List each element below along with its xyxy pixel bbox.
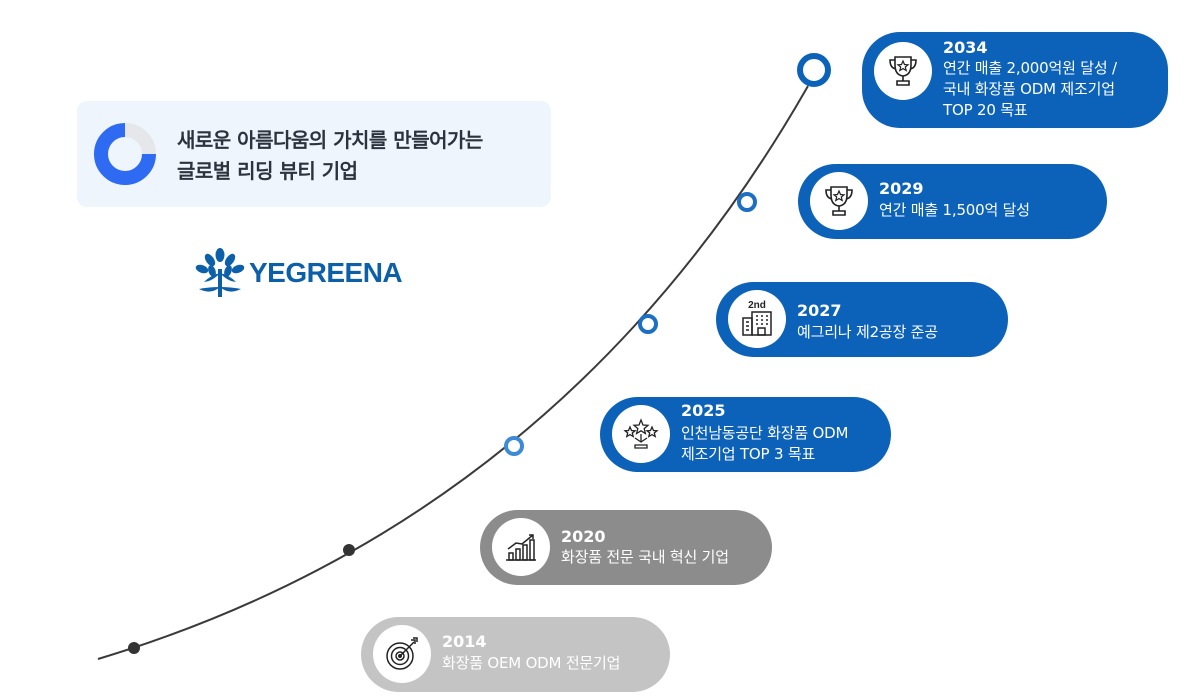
- milestone-description: 예그리나 제2공장 준공: [797, 323, 938, 341]
- stars-award-icon: [623, 418, 659, 449]
- milestone-2014: 2014 화장품 OEM ODM 전문기업: [361, 617, 670, 692]
- timeline-node-2034: [797, 53, 831, 87]
- trophy-icon: [825, 186, 853, 216]
- milestone-description: 화장품 전문 국내 혁신 기업: [561, 548, 729, 566]
- growth-chart-icon: [506, 534, 536, 561]
- milestone-2034: 2034 연간 매출 2,000억원 달성 / 국내 화장품 ODM 제조기업 …: [862, 32, 1168, 128]
- milestone-badge: [373, 625, 431, 683]
- milestone-description: 연간 매출 1,500억 달성: [879, 201, 1030, 219]
- milestone-year: 2027: [797, 301, 842, 320]
- vision-statement: 새로운 아름다움의 가치를 만들어가는 글로벌 리딩 뷰티 기업: [177, 125, 537, 187]
- milestone-description: 연간 매출 2,000억원 달성 / 국내 화장품 ODM 제조기업 TOP 2…: [943, 59, 1117, 119]
- milestone-2029: 2029 연간 매출 1,500억 달성: [798, 164, 1107, 239]
- timeline-dot-2020: [343, 544, 355, 556]
- vision-line-2: 글로벌 리딩 뷰티 기업: [177, 159, 358, 183]
- target-icon: [386, 637, 418, 670]
- milestone-description: 인천남동공단 화장품 ODM 제조기업 TOP 3 목표: [681, 424, 849, 463]
- badge-2nd-text: 2nd: [748, 300, 766, 311]
- milestone-year: 2014: [442, 632, 487, 651]
- vision-card: 새로운 아름다움의 가치를 만들어가는 글로벌 리딩 뷰티 기업: [77, 101, 551, 207]
- milestone-year: 2029: [879, 179, 924, 198]
- milestone-badge: [874, 42, 932, 100]
- timeline-node-2027: [638, 314, 658, 334]
- vision-line-1: 새로운 아름다움의 가치를 만들어가는: [177, 128, 483, 152]
- milestone-2027: 2nd 2027 예그리나 제2공장 준공: [716, 282, 1008, 357]
- milestone-year: 2020: [561, 527, 606, 546]
- tree-logo-icon: [195, 248, 245, 297]
- milestone-badge: [492, 518, 550, 576]
- second-factory-icon: 2nd: [742, 300, 772, 336]
- milestone-2020: 2020 화장품 전문 국내 혁신 기업: [480, 510, 772, 585]
- milestone-badge: [612, 405, 670, 463]
- milestone-year: 2034: [943, 38, 988, 57]
- timeline-node-2029: [737, 192, 757, 212]
- logo-wordmark: YEGREENA: [249, 257, 403, 288]
- milestone-badge: [810, 172, 868, 230]
- milestone-description: 화장품 OEM ODM 전문기업: [442, 654, 621, 672]
- trophy-icon: [889, 56, 917, 86]
- timeline-node-2025: [504, 436, 524, 456]
- donut-ring-icon: [94, 123, 156, 185]
- milestone-badge: 2nd: [728, 290, 786, 348]
- timeline-dot-2014: [128, 642, 140, 654]
- milestone-2025: 2025 인천남동공단 화장품 ODM 제조기업 TOP 3 목표: [600, 397, 891, 472]
- milestone-year: 2025: [681, 401, 726, 420]
